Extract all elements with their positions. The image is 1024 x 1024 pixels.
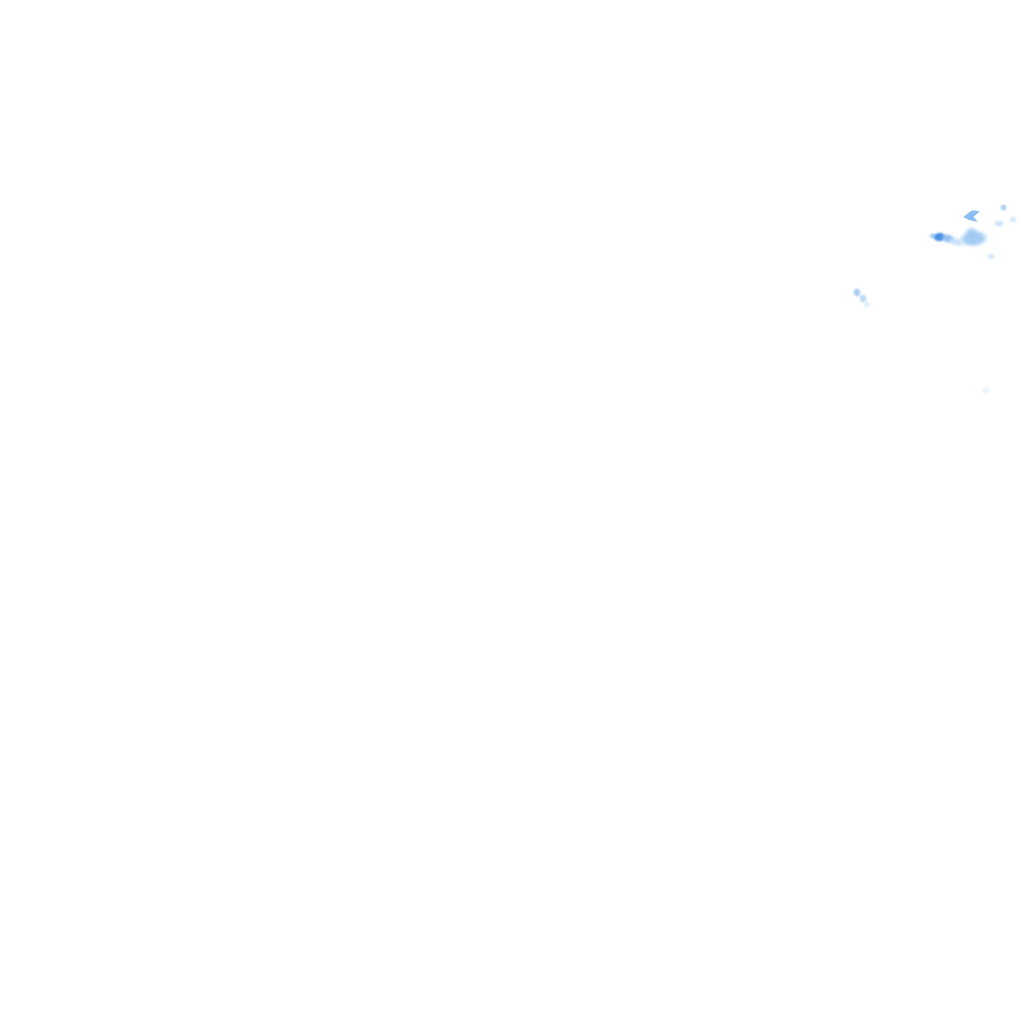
cloud-blob bbox=[958, 229, 989, 248]
edge-speck-2 bbox=[1009, 216, 1017, 223]
pair-dot-2 bbox=[857, 293, 869, 304]
comet-tail bbox=[947, 236, 966, 248]
lone-faint-speck bbox=[982, 387, 990, 394]
comet-left-tip bbox=[929, 233, 937, 239]
edge-speck-1 bbox=[1000, 204, 1007, 211]
cloud-blob-bump bbox=[965, 227, 978, 238]
pair-dot-tail bbox=[862, 299, 871, 309]
edge-speck-4 bbox=[987, 253, 995, 260]
arrow-blob bbox=[963, 210, 980, 222]
edge-speck-3 bbox=[994, 220, 1004, 227]
pair-dot-1 bbox=[851, 287, 863, 298]
comet-core bbox=[932, 231, 947, 243]
comet-wing bbox=[940, 232, 956, 245]
